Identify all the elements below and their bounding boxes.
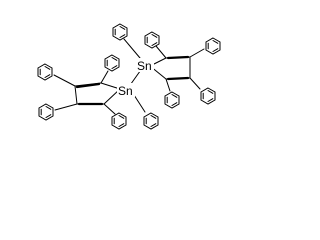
left-stannole-ring: [74, 82, 121, 106]
tin-metallacycle-structure: Sn Sn: [37, 23, 221, 130]
right-stannole-ring: [149, 55, 191, 81]
phenyl-ring-top-right-a: [144, 31, 160, 49]
phenyl-ring-right-bottom: [200, 87, 216, 105]
tin-atom-top: Sn: [137, 59, 152, 73]
structure-canvas: Sn Sn: [37, 23, 221, 130]
phenyl-ring-top: [112, 23, 128, 41]
tin-atom-bottom: Sn: [118, 84, 133, 98]
phenyl-ring-left-upper: [104, 54, 120, 72]
substituent-bonds: [53, 38, 205, 115]
phenyl-ring-right-top: [205, 37, 221, 55]
phenyl-ring-left-lower: [111, 112, 127, 130]
phenyl-ring-right-lower: [164, 91, 180, 109]
phenyl-ring-left-top: [37, 63, 53, 81]
phenyl-ring-left-bottom: [38, 103, 54, 121]
phenyl-ring-bottom: [143, 112, 159, 130]
